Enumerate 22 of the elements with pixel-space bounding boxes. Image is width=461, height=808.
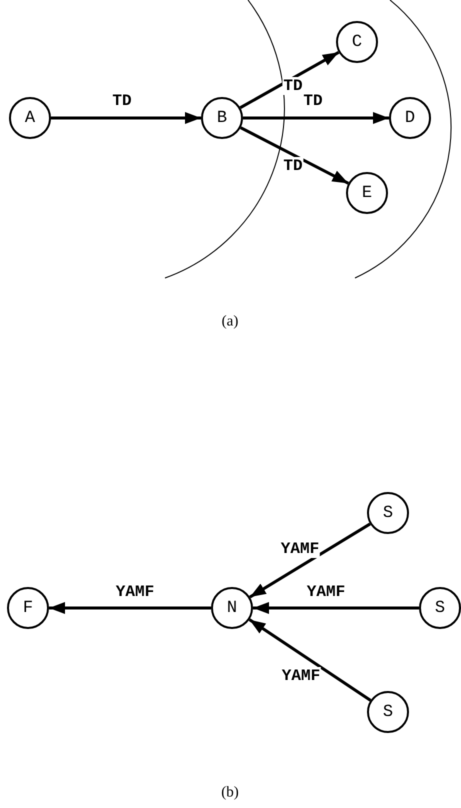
state-circle: S — [419, 587, 461, 629]
state-circle: C — [336, 21, 378, 63]
edge-label: YAMF — [280, 540, 320, 558]
panel-caption: (a) — [222, 314, 238, 330]
state-circle: F — [7, 587, 49, 629]
arrow — [240, 126, 350, 185]
arrow — [243, 112, 389, 124]
state-circle: E — [346, 172, 388, 214]
panel-caption: (b) — [221, 784, 239, 802]
state-circle: D — [389, 97, 431, 139]
state-circle: A — [9, 97, 51, 139]
edge-label: TD — [282, 77, 304, 95]
state-circle: S — [367, 492, 409, 534]
arrow — [51, 112, 201, 124]
arrow — [253, 602, 419, 614]
arrow — [240, 51, 340, 109]
state-circle: S — [367, 691, 409, 733]
state-circle: N — [211, 587, 253, 629]
arrow — [49, 602, 211, 614]
arrow — [249, 522, 371, 598]
arrow — [248, 618, 372, 702]
state-circle: B — [201, 97, 243, 139]
